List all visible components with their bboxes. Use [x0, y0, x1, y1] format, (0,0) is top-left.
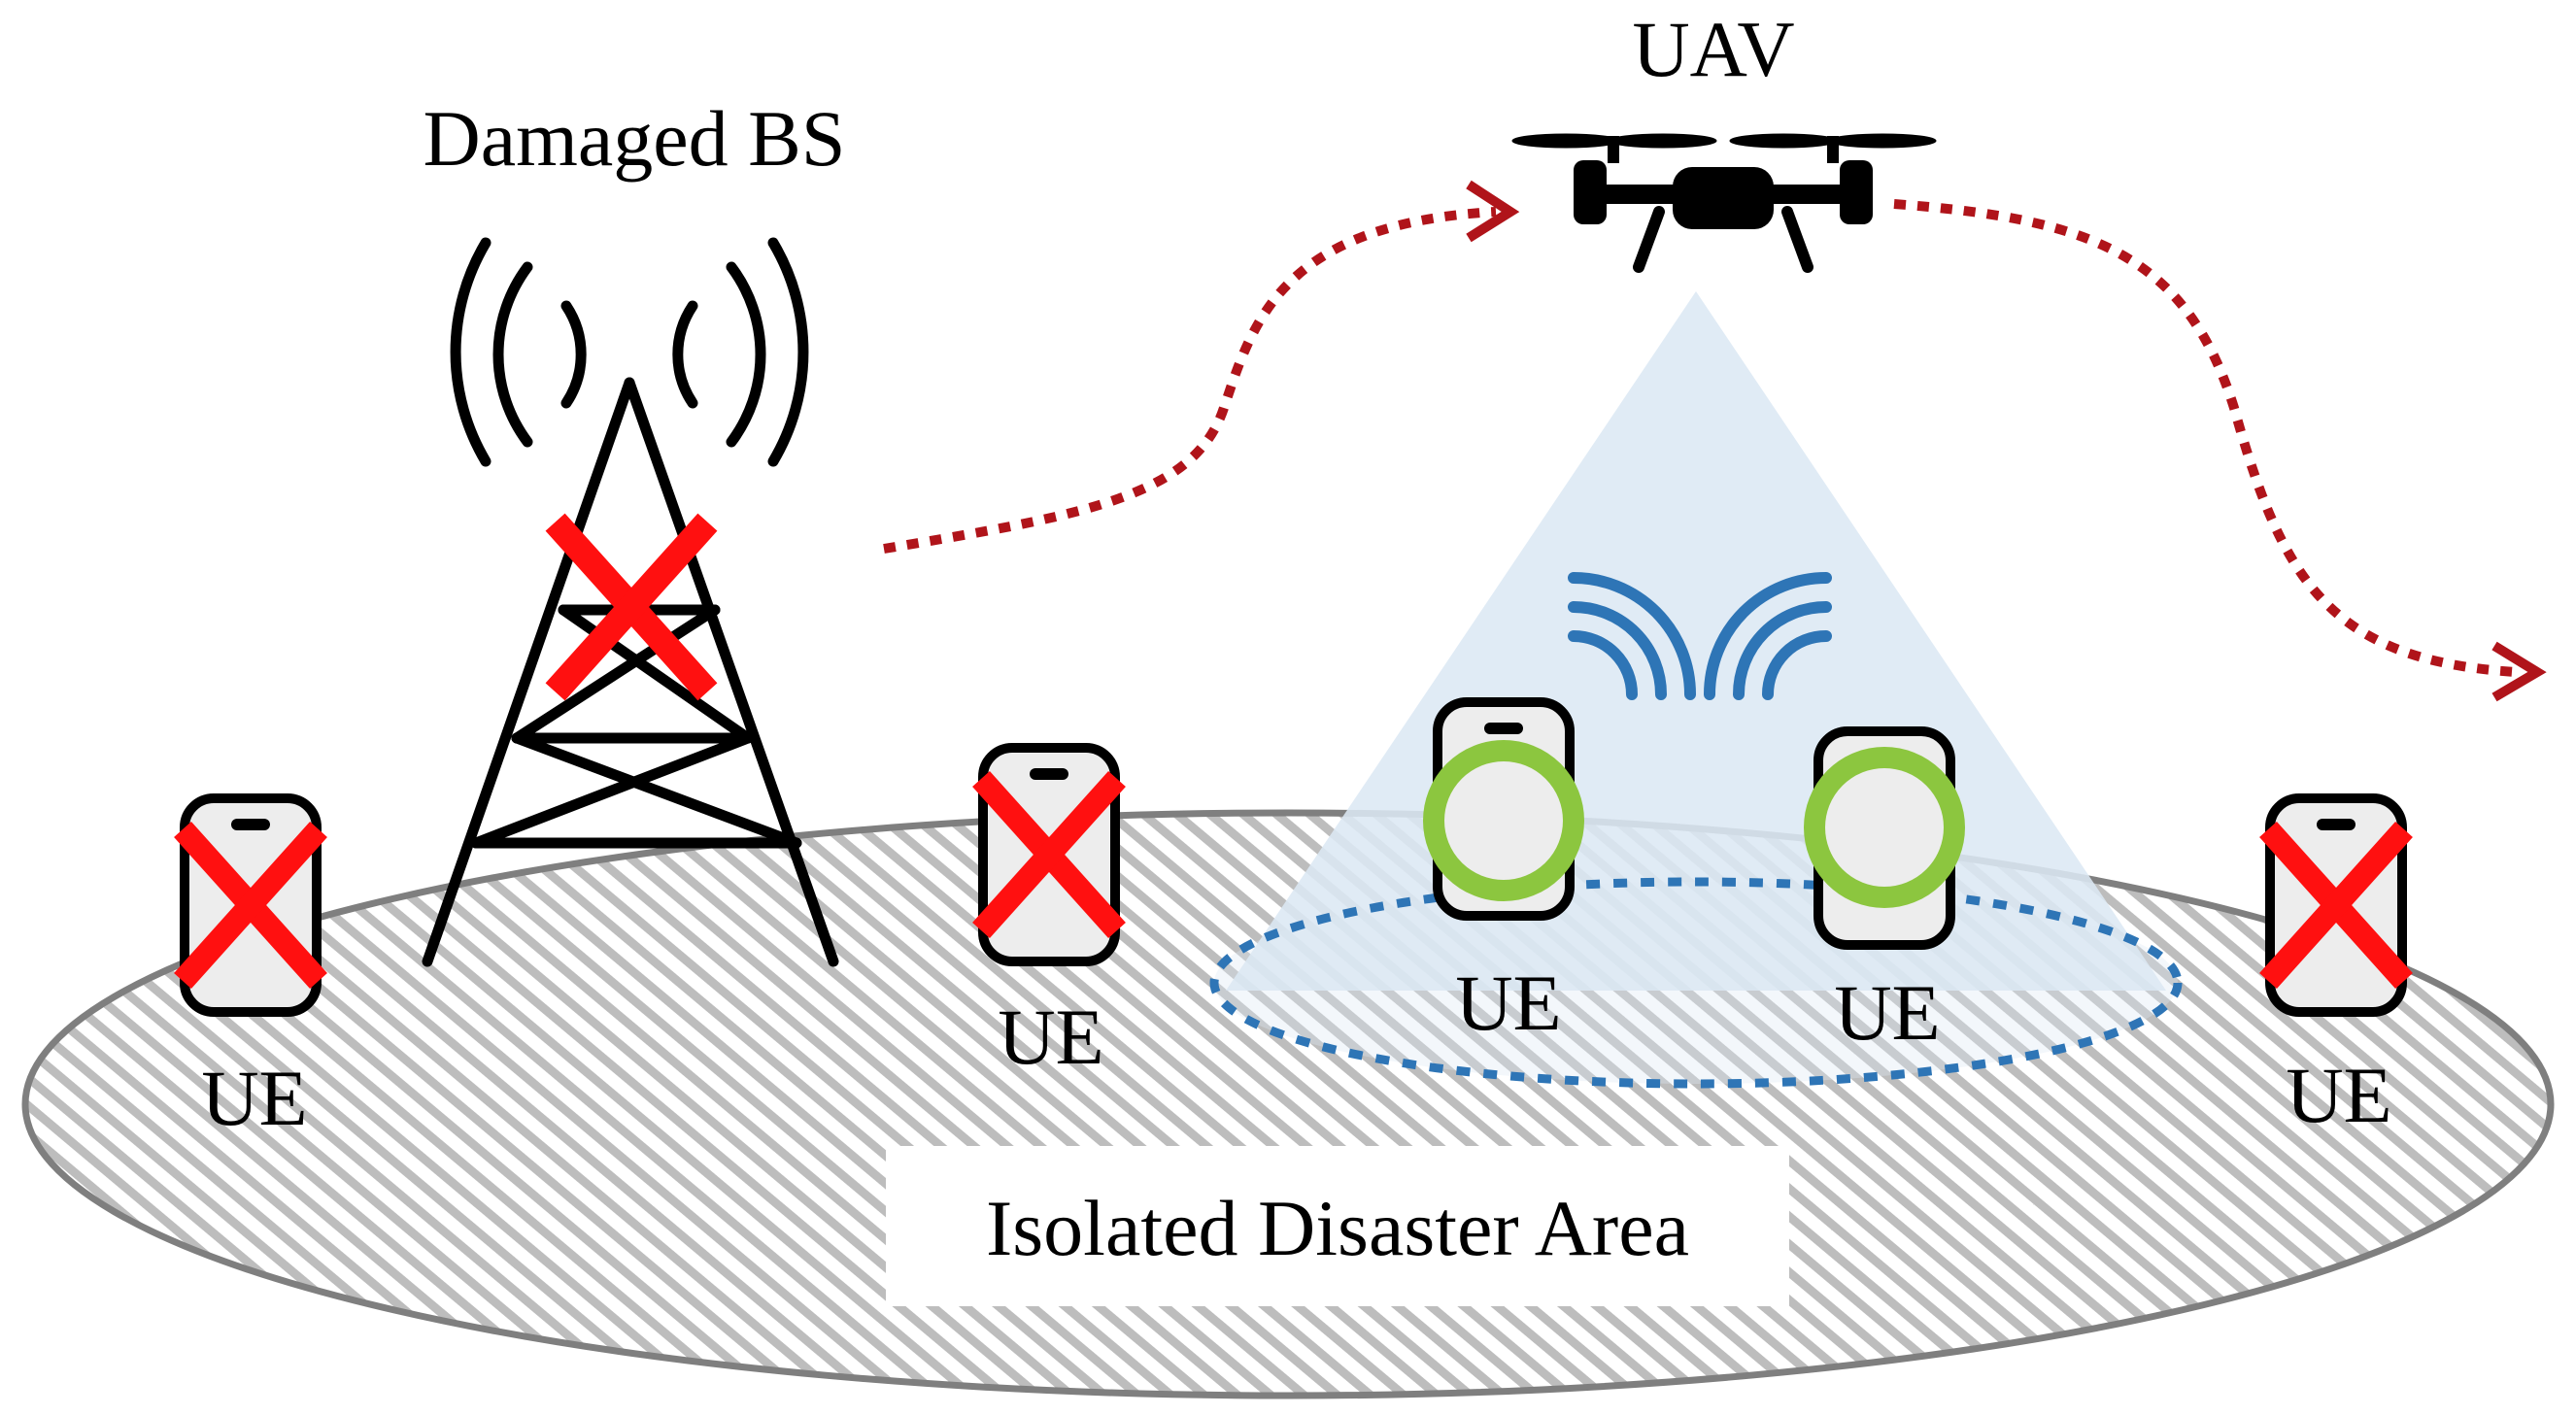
- ue-label: UE: [201, 1054, 307, 1142]
- ue-label: UE: [1455, 959, 1561, 1047]
- ue-label: UE: [998, 993, 1103, 1081]
- uav-trajectory: [883, 199, 2517, 677]
- arrow-heads: [1466, 180, 2547, 702]
- broadcast-waves-icon: [450, 237, 809, 467]
- uav-label: UAV: [1632, 5, 1794, 93]
- uav: UAV: [1511, 5, 1937, 273]
- arrow-head-out: [2491, 641, 2547, 702]
- ue-label: UE: [1834, 968, 1940, 1057]
- uav-coverage: [1209, 291, 2183, 1089]
- coverage-footprint: [1209, 877, 2183, 1089]
- area-label: Isolated Disaster Area: [986, 1184, 1689, 1272]
- ue-5: UE: [2268, 798, 2404, 1139]
- ue-1: UE: [183, 798, 319, 1142]
- wifi-wave-icon-left: [1568, 572, 1696, 700]
- ue-3: UE: [1434, 702, 1574, 1047]
- bs-label: Damaged BS: [424, 94, 846, 183]
- damaged-base-station: Damaged BS: [422, 94, 846, 967]
- trajectory-out: [1893, 199, 2517, 677]
- drone-icon: [1511, 133, 1937, 273]
- ue-2: UE: [981, 748, 1117, 1081]
- ue-label: UE: [2286, 1051, 2391, 1139]
- area-label-box: [886, 1146, 1789, 1306]
- ue-4: UE: [1814, 731, 1954, 1057]
- arrow-head-in: [1466, 180, 1520, 243]
- wifi-wave-icon-right: [1704, 572, 1832, 700]
- trajectory-in: [883, 207, 1497, 554]
